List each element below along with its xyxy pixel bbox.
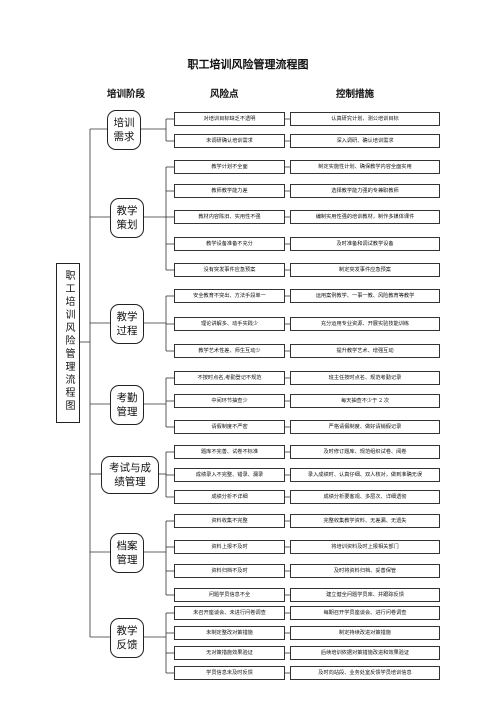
sidebar-box: 职工培训风险管理流程图 [56,263,80,423]
risk-box: 无对策措施效果验证 [174,646,285,660]
risk-box: 中间环节抽查少 [174,394,285,408]
stage-box: 教学 反馈 [110,618,144,658]
stage-box: 考勤 管理 [110,385,144,425]
risk-box: 不按时点名,考勤登记不规范 [174,371,285,385]
risk-box: 资料收集不完整 [174,514,285,528]
risk-box: 教学设备准备不充分 [174,237,285,251]
control-box: 提升教学艺术、增强互动 [290,344,440,358]
risk-box: 教学计划不全面 [174,160,285,174]
control-box: 选择教学能力强的专兼职教师 [290,184,440,198]
risk-box: 问题学员信息不全 [174,588,285,602]
risk-box: 未召开座谈会、未进行问卷调查 [174,606,285,620]
risk-box: 成绩录入不完整、错录、漏录 [174,468,285,482]
control-box: 严格请假制度、做好请销假记录 [290,420,440,434]
control-box: 制定持续改进对策措施 [290,626,440,640]
risk-box: 资料上报不及时 [174,540,285,554]
risk-box: 安全教育不突出、方法手段单一 [174,289,285,303]
risk-box: 没有突发事件应急预案 [174,263,285,277]
control-box: 制定突发事件应急预案 [290,263,440,277]
control-box: 及时修订题库、规范组织试卷、阅卷 [290,445,440,459]
risk-box: 教师教学能力差 [174,184,285,198]
control-box: 每天抽查不少于 2 次 [290,394,440,408]
risk-box: 题库不完善、试卷不标准 [174,445,285,459]
header-stage: 培训阶段 [107,89,146,100]
risk-box: 对培训目标缺乏不透明 [174,112,285,126]
control-box: 及时向站段、业务处室反馈学员培训信息 [290,666,440,680]
risk-box: 学员信息未及时反馈 [174,666,285,680]
control-box: 及时准备和调试教学设备 [290,237,440,251]
control-box: 班主任按时点名、规范考勤记录 [290,371,440,385]
stage-box: 考试与成 绩管理 [101,456,159,494]
risk-box: 教学艺术性差、师生互动少 [174,344,285,358]
risk-box: 理论讲解多、动手实践少 [174,317,285,331]
stage-box: 档案 管理 [110,533,144,573]
control-box: 运用案例教学、一事一教、风险教育等教学 [290,289,440,303]
stage-box: 教学 策划 [110,198,144,238]
control-box: 录入成绩时、认真仔细、双人核对，做到准确无误 [290,468,440,482]
header-risk: 风险点 [210,89,239,100]
sidebar-label: 职工培训风险管理流程图 [63,270,74,413]
risk-box: 未调研确认培训需求 [174,134,285,148]
risk-box: 未制定整改对策措施 [174,626,285,640]
stage-box: 培训 需求 [107,110,141,150]
control-box: 及时将资料归档、妥善保管 [290,564,440,578]
control-box: 充分运用专业资源、开展实验技能训练 [290,317,440,331]
control-box: 每期召开学员座谈会、进行问卷调查 [290,606,440,620]
risk-box: 资料归档不及时 [174,564,285,578]
risk-box: 请假制度不严密 [174,420,285,434]
stage-box: 教学 过程 [110,304,144,344]
control-box: 深入调研、确认培训需求 [290,134,440,148]
control-box: 认真研究计划、测公培训目标 [290,112,440,126]
control-box: 编制实用性强的培训教材，制作多媒体课件 [290,210,440,224]
control-box: 制定实施性计划、确保教学内容全面实用 [290,160,440,174]
risk-box: 教材内容陈旧、实用性不强 [174,210,285,224]
control-box: 完整收集教学资料、无差漏、无遗失 [290,514,440,528]
page-title: 职工培训风险管理流程图 [187,58,309,71]
header-control: 控制措施 [336,89,375,100]
control-box: 建立健全问题学员库、并跟踪反馈 [290,588,440,602]
control-box: 后续培训依据对策措施改进和效果验证 [290,646,440,660]
risk-box: 成绩分析不详细 [174,490,285,504]
control-box: 成绩分析要客观、多层次、详细透彻 [290,490,440,504]
control-box: 将培训资料及时上报相关部门 [290,540,440,554]
